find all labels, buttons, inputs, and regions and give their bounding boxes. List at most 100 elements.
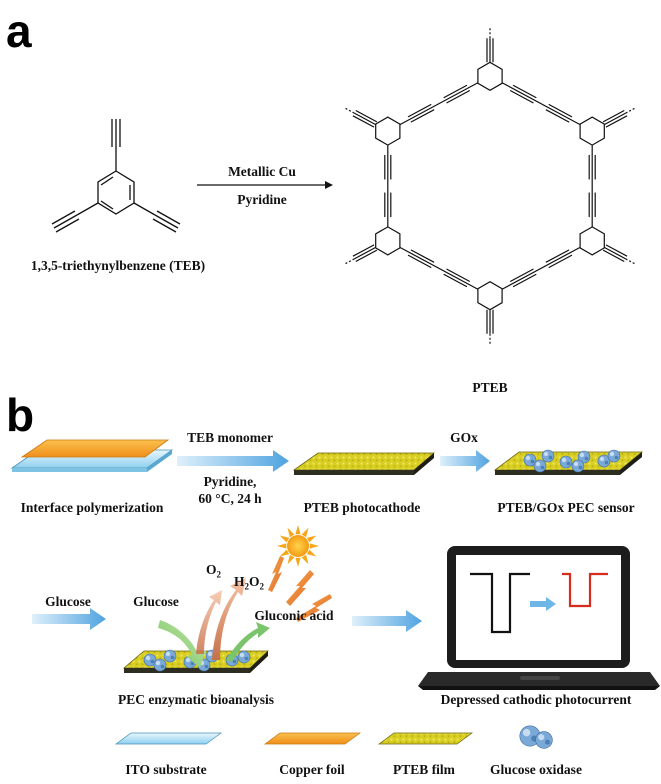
- gluconic-acid-label: Gluconic acid: [254, 608, 334, 623]
- gox-enzyme-icon: [597, 454, 611, 468]
- pteb-diyne-link: [502, 246, 581, 290]
- glucose-label: Glucose: [133, 594, 179, 609]
- pteb-terminal-alkyne-bond: [605, 115, 628, 128]
- sun-ray: [287, 527, 295, 538]
- pteb-triple-bond: [446, 89, 471, 104]
- gox-enzyme-icon: [541, 449, 555, 463]
- step1-label-conditions: 60 °C, 24 h: [198, 491, 262, 506]
- pteb-benzene-ring: [477, 281, 503, 311]
- panel-a-letter: a: [6, 5, 32, 57]
- teb-monomer-structure: [51, 119, 181, 233]
- sun-ray: [306, 549, 317, 557]
- sun-disc: [287, 535, 309, 557]
- gox-enzyme-icon: [143, 653, 157, 667]
- pteb-terminal-alkyne-bond: [352, 244, 375, 257]
- copper-swatch: [263, 732, 362, 745]
- h2o2-sub1: 2: [244, 581, 250, 592]
- step1-label-monomer: TEB monomer: [187, 430, 273, 445]
- gox-enzyme-icon: [519, 725, 541, 747]
- pteb-terminal-alkyne-bond: [355, 109, 378, 123]
- sun-ray: [301, 527, 309, 538]
- sun-ray: [279, 549, 290, 557]
- photocurrent-caption: Depressed cathodic photocurrent: [440, 692, 632, 707]
- gox-enzyme-icon: [577, 450, 591, 464]
- pteb-chain-continuation: [343, 106, 355, 114]
- legend-label-enzyme: Glucose oxidase: [490, 762, 582, 777]
- sun-ray: [277, 543, 287, 549]
- pteb-benzene-ring: [579, 226, 605, 256]
- pteb-polymer-structure: [343, 26, 637, 346]
- legend-label-copper: Copper foil: [279, 762, 345, 777]
- o2-subscript: 2: [216, 569, 222, 580]
- gox-enzyme-icon: [523, 453, 537, 467]
- comparison-arrow-icon: [530, 597, 556, 611]
- pteb-triple-bond: [446, 268, 471, 283]
- pteb-triple-bond: [548, 254, 573, 269]
- gox-enzyme-dots: [523, 449, 621, 473]
- copper-ito-stack: [10, 439, 174, 472]
- reaction-arrow: [197, 181, 333, 189]
- stage3-caption: PTEB/GOx PEC sensor: [497, 500, 635, 515]
- ito-swatch: [114, 732, 223, 745]
- gox-enzyme-icon: [535, 731, 553, 749]
- o2-arrow: [212, 578, 246, 660]
- pteb-swatch: [377, 732, 474, 745]
- arrow-to-readout: [352, 610, 422, 632]
- sun-ray: [295, 557, 301, 567]
- pteb-triple-bond: [407, 103, 432, 118]
- pteb-terminal-alkyne: [604, 112, 626, 126]
- pteb-triple-bond: [512, 273, 537, 288]
- laptop-icon: [418, 546, 660, 690]
- sun-ray: [306, 535, 317, 543]
- arrow-polymerization: [177, 450, 289, 472]
- h2o2-label: H2O2: [234, 574, 264, 592]
- pteb-triple-bond: [410, 249, 435, 263]
- teb-monomer-label: 1,3,5-triethynylbenzene (TEB): [30, 258, 206, 273]
- pteb-photocathode-plate: [292, 452, 436, 475]
- h2o2-o: O: [249, 574, 260, 589]
- o2-symbol: O: [206, 562, 217, 577]
- pteb-benzene-ring: [375, 226, 401, 256]
- photocurrent-trace-baseline: [470, 572, 530, 634]
- pteb-diyne-link: [399, 246, 478, 290]
- glucose-input-label: Glucose: [45, 594, 91, 609]
- pteb-triple-bond: [548, 103, 573, 118]
- pteb-benzene-ring: [375, 116, 401, 146]
- pteb-chain-continuation: [625, 106, 637, 114]
- pteb-triple-bond: [443, 273, 468, 288]
- sun-ray: [279, 535, 290, 543]
- o2-label: O2: [206, 562, 221, 580]
- legend-label-pteb: PTEB film: [393, 762, 455, 777]
- gox-enzyme-icon: [559, 455, 573, 469]
- panel-b-letter: b: [6, 389, 35, 441]
- photocurrent-trace-depressed: [562, 572, 608, 608]
- step1-label-pyridine: Pyridine,: [203, 474, 257, 489]
- glucose-uptake-arrow: [158, 620, 206, 668]
- reagent-metallic-cu: Metallic Cu: [228, 164, 296, 179]
- pteb-terminal-alkyne: [354, 246, 376, 260]
- stage1-caption: Interface polymerization: [20, 500, 164, 515]
- pteb-terminal-alkyne: [604, 246, 626, 260]
- pteb-triple-bond: [509, 89, 534, 104]
- light-rays-icon: [268, 556, 332, 622]
- legend-label-ito: ITO substrate: [125, 762, 207, 777]
- pteb-chain-continuation: [343, 258, 355, 266]
- pteb-diyne-link: [399, 82, 478, 126]
- pteb-triple-bond: [443, 84, 468, 99]
- sun-ray: [287, 554, 295, 565]
- pteb-benzene-ring: [579, 116, 605, 146]
- reagent-pyridine: Pyridine: [237, 192, 287, 207]
- gluconic-arrow: [226, 622, 270, 662]
- pteb-terminal-alkyne-bond: [352, 115, 375, 128]
- pteb-terminal-alkyne-bond: [355, 249, 378, 263]
- sun-ray: [295, 525, 301, 535]
- arrow-gox-loading: [440, 450, 490, 472]
- arrow-glucose-input: [32, 608, 106, 630]
- pteb-triple-bond: [545, 109, 570, 123]
- h2o2-arrow: [196, 590, 222, 654]
- pteb-triple-bond: [512, 84, 537, 99]
- pteb-chain-continuation: [625, 258, 637, 266]
- gox-enzyme-icon: [607, 449, 621, 463]
- h2o2-sub2: 2: [259, 581, 265, 592]
- bioanalysis-caption: PEC enzymatic bioanalysis: [117, 692, 275, 707]
